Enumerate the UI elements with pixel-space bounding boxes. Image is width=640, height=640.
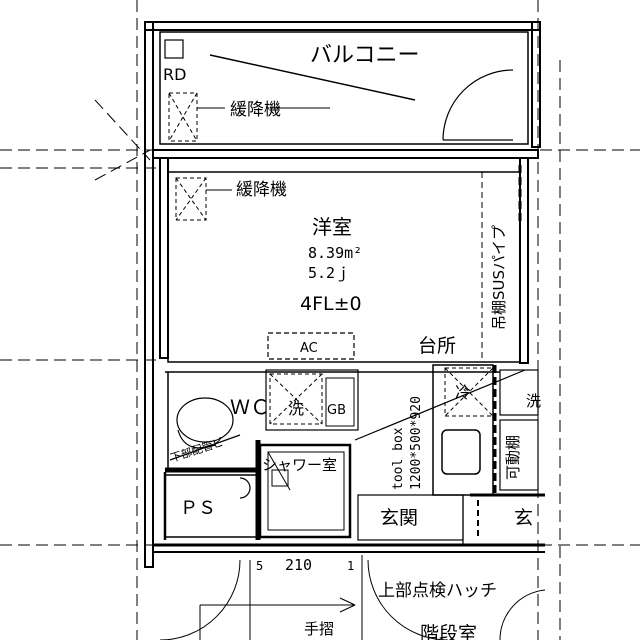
wet-area — [163, 369, 500, 540]
balcony — [159, 31, 529, 145]
floor-level-label: 4FL±0 — [300, 293, 362, 315]
washer-label: 洗 — [526, 392, 541, 410]
gb-label: GB — [327, 403, 346, 418]
toolbox-size-label: 1200*500*920 — [409, 396, 424, 490]
shower-label: シャワー室 — [262, 456, 337, 474]
escape-ladder-room-label: 緩降機 — [236, 180, 287, 200]
rd-label: RD — [163, 65, 186, 84]
dimension-mid: 210 — [285, 556, 312, 574]
kitchen-area — [169, 364, 539, 496]
washbasin-label: 洗 — [288, 399, 304, 418]
main-room — [167, 165, 522, 363]
refrigerator-label: 冷 — [455, 383, 471, 402]
exterior-walls — [144, 21, 545, 568]
stair-area — [159, 555, 546, 640]
toolbox-label: tool box — [391, 427, 406, 490]
room-name-label: 洋室 — [312, 215, 352, 239]
wc-label: ＷＣ — [230, 395, 270, 419]
room-jo-label: 5.2ｊ — [308, 264, 350, 282]
stairs-label: 階段室 — [420, 623, 477, 640]
drain-note-label: 下部配管ピ — [169, 435, 226, 465]
balcony-label: バルコニー — [310, 43, 420, 68]
handrail-label: 手摺 — [304, 620, 334, 638]
escape-ladder-balcony-label: 緩降機 — [230, 100, 281, 120]
pipe-label: 吊棚SUSパイプ — [490, 225, 508, 330]
movable-shelf-label: 可動棚 — [504, 435, 522, 480]
ps-label: ＰＳ — [180, 498, 216, 519]
labels: バルコニー RD 緩降機 緩降機 洋室 8.39m² 5.2ｊ 4FL±0 吊棚… — [163, 43, 541, 640]
dimension-left: 5 — [256, 559, 263, 573]
entrance-2-label: 玄 — [514, 507, 533, 529]
kitchen-label: 台所 — [418, 335, 456, 357]
entrance-label: 玄関 — [380, 507, 418, 529]
room-area-label: 8.39m² — [308, 244, 362, 262]
ac-label: AC — [300, 341, 318, 356]
entrance-area — [357, 493, 545, 545]
dimension-right: 1 — [347, 559, 354, 573]
hatch-label: 上部点検ハッチ — [378, 581, 497, 601]
